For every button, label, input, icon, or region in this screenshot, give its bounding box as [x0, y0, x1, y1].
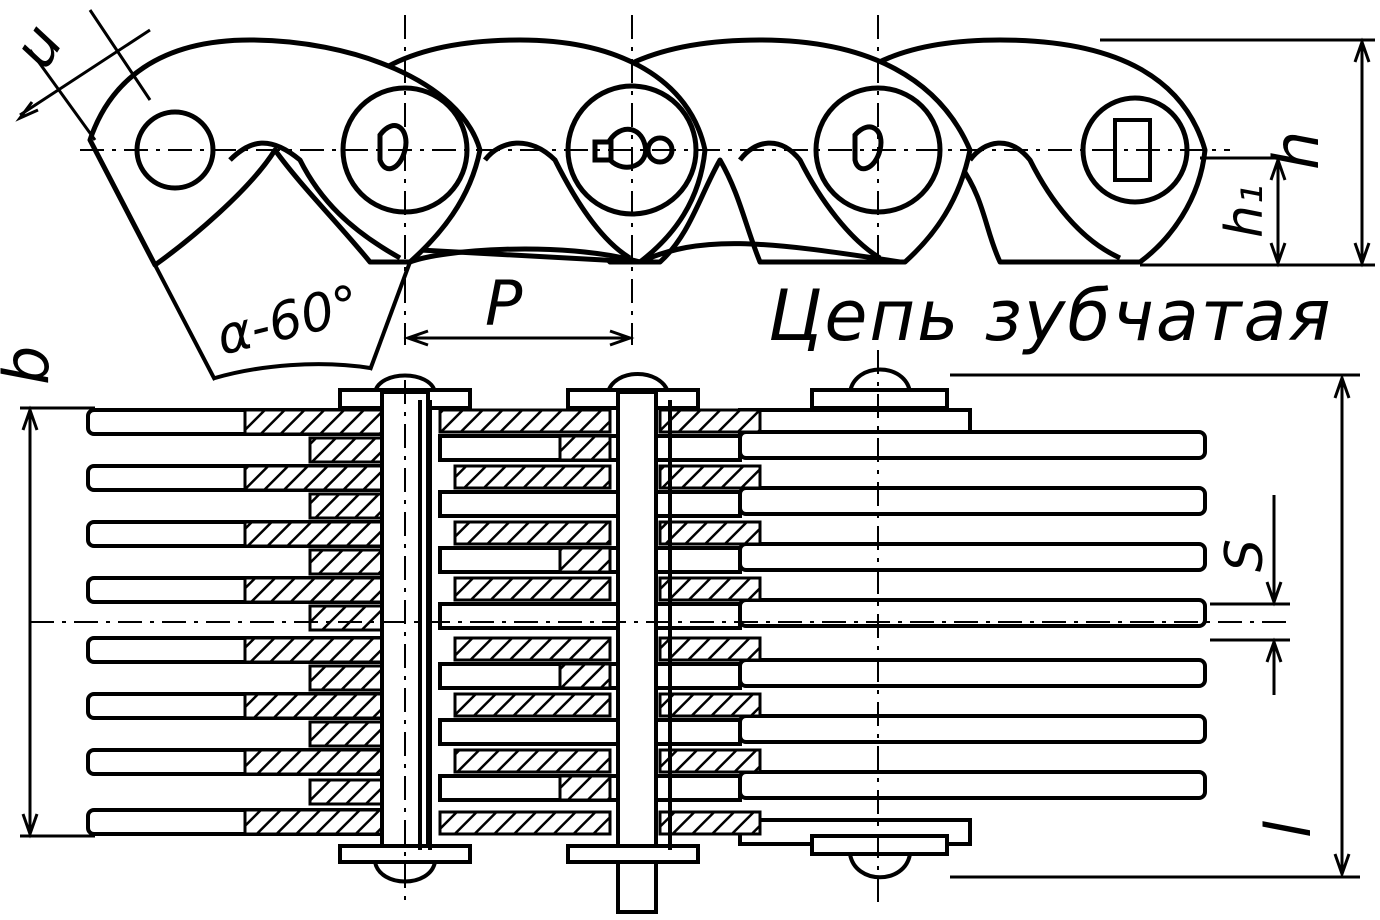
- diagram-title: Цепь зубчатая: [768, 275, 1333, 357]
- label-pitch: P: [485, 267, 523, 340]
- height-dimensions: [1100, 37, 1375, 268]
- length-dimension-l: [950, 373, 1360, 879]
- pin-2: [616, 390, 658, 914]
- thickness-dimension-s: [1210, 495, 1290, 695]
- label-h: h: [1260, 131, 1333, 170]
- center-lines-bottom: [30, 350, 1290, 910]
- label-angle: α-60°: [211, 274, 366, 367]
- side-dimension-u: [15, 9, 152, 141]
- label-h1: h₁: [1215, 184, 1275, 238]
- label-b: b: [0, 346, 63, 385]
- label-u: u: [0, 12, 76, 79]
- label-l: l: [1252, 821, 1325, 838]
- width-dimension-b: [20, 405, 95, 839]
- angle-dimension: [153, 261, 412, 381]
- pitch-dimension: [403, 329, 635, 347]
- pin-head-3-bottom: [847, 852, 913, 880]
- label-s: S: [1215, 539, 1275, 572]
- center-lines-top: [80, 15, 1230, 345]
- hatched-sections: [243, 408, 762, 836]
